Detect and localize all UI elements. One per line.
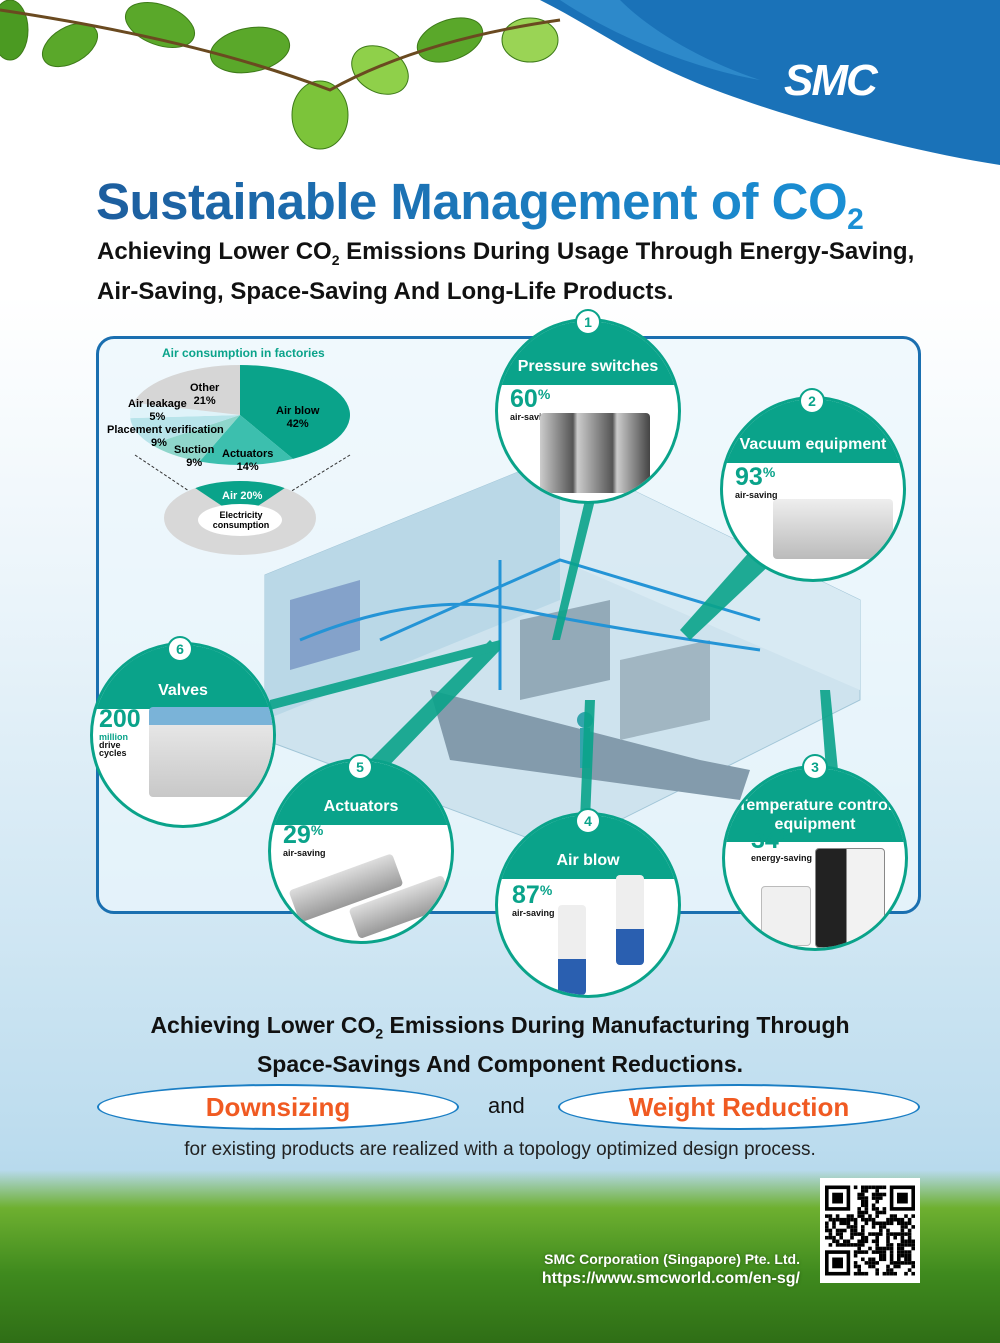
product-circle-temperature-control[interactable]: Temperature control equipment 34%energy-… — [722, 765, 908, 951]
downsizing-pill: Downsizing — [97, 1084, 459, 1130]
page-title: Sustainable Management of CO2 — [96, 173, 864, 236]
and-text: and — [488, 1093, 525, 1118]
chiller-image — [761, 886, 811, 946]
product-circle-air-blow[interactable]: Air blow 87%air-saving — [495, 812, 681, 998]
chiller-large-image — [815, 848, 885, 948]
smc-logo: SMC — [784, 56, 878, 105]
header-blue-band — [540, 0, 1000, 165]
design-process-sentence: for existing products are realized with … — [184, 1139, 816, 1160]
product-circle-pressure-switches[interactable]: Pressure switches 60%air-saving — [495, 318, 681, 504]
company-name: SMC Corporation (Singapore) Pte. Ltd. — [544, 1251, 800, 1267]
number-badge-3: 3 — [802, 754, 828, 780]
donut-center-label: Electricity consumption — [212, 510, 270, 530]
donut-air-label: Air 20% — [222, 490, 263, 502]
footer-contact: SMC Corporation (Singapore) Pte. Ltd. ht… — [542, 1249, 800, 1289]
number-badge-5: 5 — [347, 754, 373, 780]
product-title: Temperature control equipment — [725, 768, 905, 842]
pressure-switch-image — [540, 413, 650, 493]
website-link[interactable]: https://www.smcworld.com/en-sg/ — [541, 1270, 800, 1287]
product-circle-vacuum-equipment[interactable]: Vacuum equipment 93%air-saving — [720, 396, 906, 582]
page-subtitle: Achieving Lower CO2 Emissions During Usa… — [97, 238, 915, 305]
vacuum-ejector-image — [773, 499, 893, 559]
number-badge-6: 6 — [167, 636, 193, 662]
number-badge-1: 1 — [575, 309, 601, 335]
manufacturing-heading: Achieving Lower CO2 Emissions During Man… — [150, 1012, 850, 1077]
qr-code[interactable] — [820, 1178, 920, 1283]
pie-title: Air consumption in factories — [162, 346, 325, 360]
valve-manifold-image — [149, 707, 273, 797]
weight-reduction-pill: Weight Reduction — [558, 1084, 920, 1130]
blow-gun-image-2 — [616, 875, 644, 965]
leaves-decoration — [0, 0, 561, 150]
blow-gun-image — [558, 905, 586, 995]
number-badge-2: 2 — [799, 388, 825, 414]
qr-code-pattern — [825, 1185, 915, 1276]
product-title: Pressure switches — [498, 321, 678, 385]
product-circle-actuators[interactable]: Actuators 29%air-saving — [268, 758, 454, 944]
number-badge-4: 4 — [575, 808, 601, 834]
